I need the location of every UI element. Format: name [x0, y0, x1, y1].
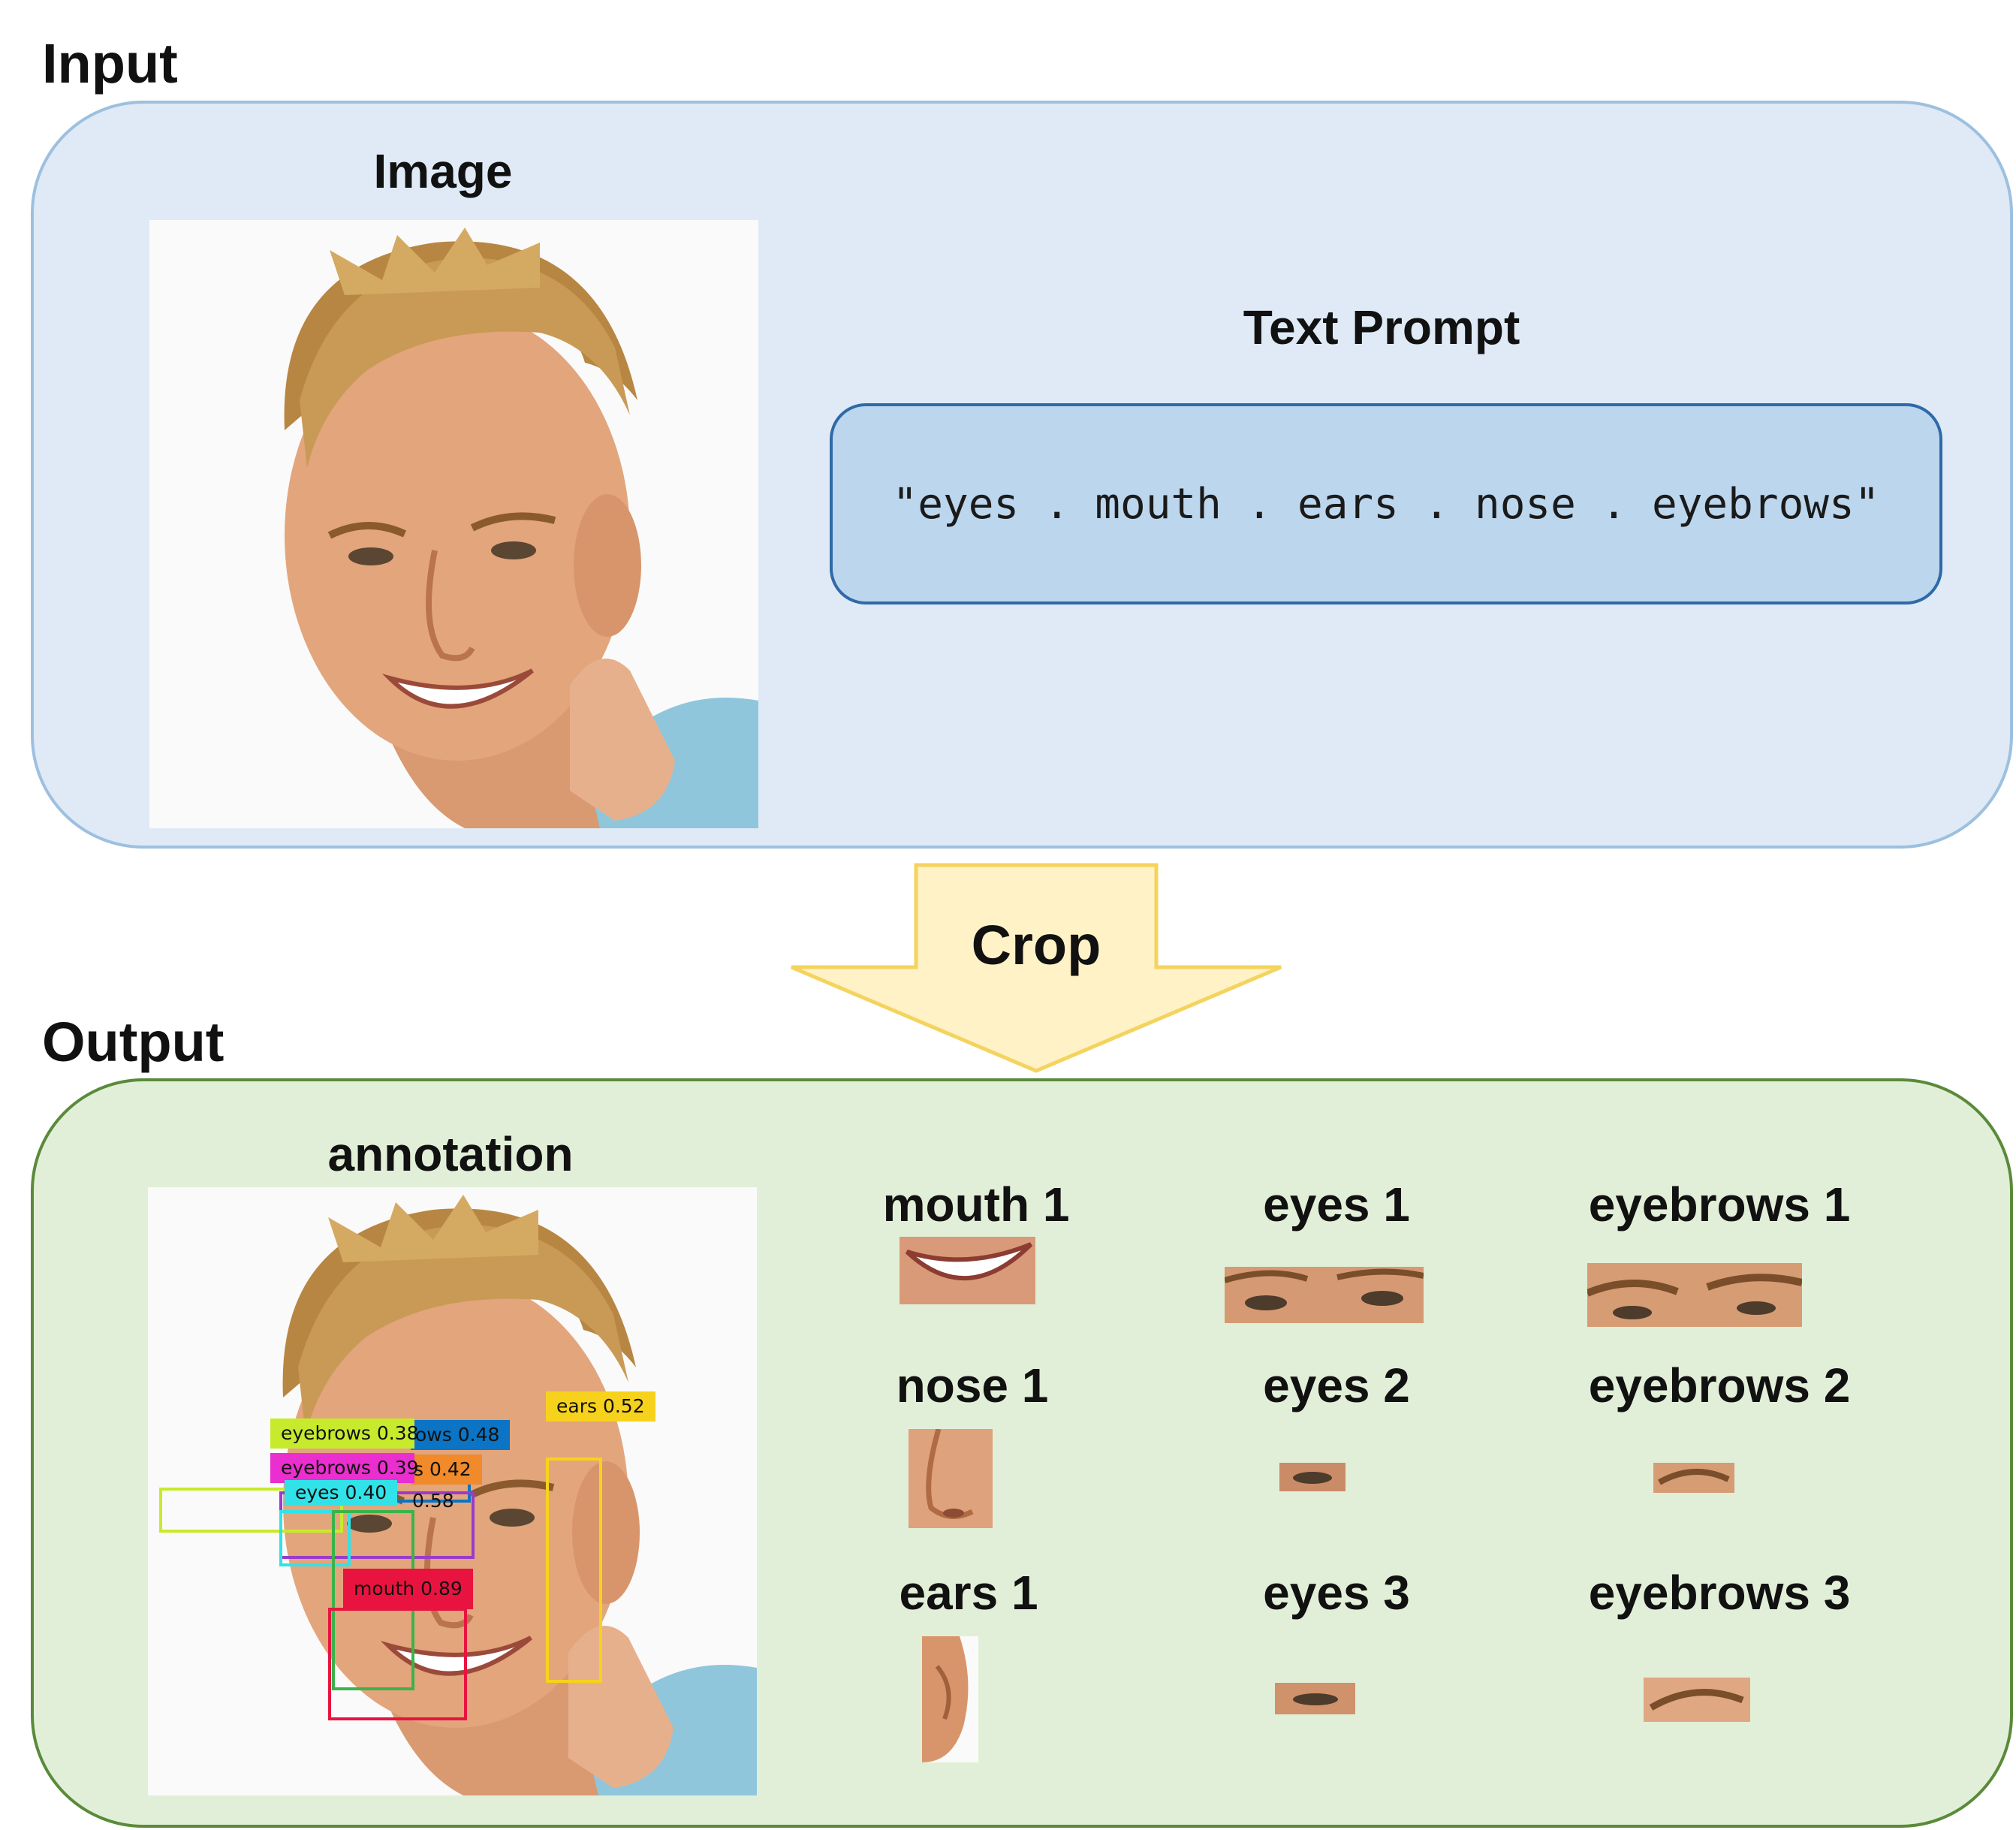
crop-eyes-2 [1279, 1463, 1346, 1491]
bbox-eyes-cyan [279, 1510, 351, 1566]
crop-eyes-1 [1225, 1267, 1424, 1323]
det-label-ears-052: ears 0.52 [546, 1391, 655, 1421]
text-prompt-value: "eyes . mouth . ears . nose . eyebrows" [892, 479, 1880, 529]
crop-label-eyebrows-3: eyebrows 3 [1588, 1566, 1851, 1620]
image-label: Image [373, 144, 513, 198]
crop-eyebrows-1 [1587, 1263, 1802, 1327]
crop-label-nose-1: nose 1 [896, 1358, 1049, 1412]
crop-label-eyes-3: eyes 3 [1263, 1566, 1410, 1620]
input-face-photo [149, 220, 758, 828]
det-label-eyebrows-048: ows 0.48 [411, 1420, 511, 1450]
crop-eyebrows-2 [1653, 1463, 1734, 1493]
text-prompt-label: Text Prompt [1243, 300, 1520, 354]
crop-label-ears-1: ears 1 [899, 1566, 1038, 1620]
crop-label-eyes-1: eyes 1 [1263, 1177, 1410, 1232]
text-prompt-box: "eyes . mouth . ears . nose . eyebrows" [830, 403, 1942, 604]
bbox-mouth [328, 1608, 467, 1720]
crop-label-eyes-2: eyes 2 [1263, 1358, 1410, 1412]
face-illustration [149, 220, 758, 828]
annotation-label: annotation [327, 1127, 574, 1181]
crop-ears-1 [922, 1636, 978, 1762]
det-label-eyebrows-038: eyebrows 0.38 [270, 1418, 419, 1449]
det-label-eyebrows-039: eyebrows 0.39 [270, 1453, 419, 1483]
crop-label: Crop [971, 914, 1101, 976]
crop-label-eyebrows-1: eyebrows 1 [1588, 1177, 1851, 1232]
input-heading: Input [42, 32, 178, 95]
crop-label-mouth-1: mouth 1 [882, 1177, 1070, 1232]
crop-label-eyebrows-2: eyebrows 2 [1588, 1358, 1851, 1412]
det-label-eyes-040: eyes 0.40 [285, 1480, 398, 1506]
det-label-058: 0.58 [412, 1490, 454, 1512]
output-heading: Output [42, 1011, 225, 1073]
crop-eyes-3 [1275, 1683, 1355, 1714]
crop-mouth-1 [900, 1237, 1035, 1304]
crop-nose-1 [909, 1429, 993, 1528]
crop-arrow [791, 863, 1282, 1073]
det-label-042: s 0.42 [411, 1455, 482, 1485]
annotated-face-photo: ows 0.48 ears 0.52 eyebrows 0.38 s 0.42 … [148, 1187, 757, 1795]
crop-eyebrows-3 [1644, 1678, 1750, 1722]
det-label-mouth-089: mouth 0.89 [343, 1569, 473, 1609]
bbox-ears [546, 1458, 602, 1683]
